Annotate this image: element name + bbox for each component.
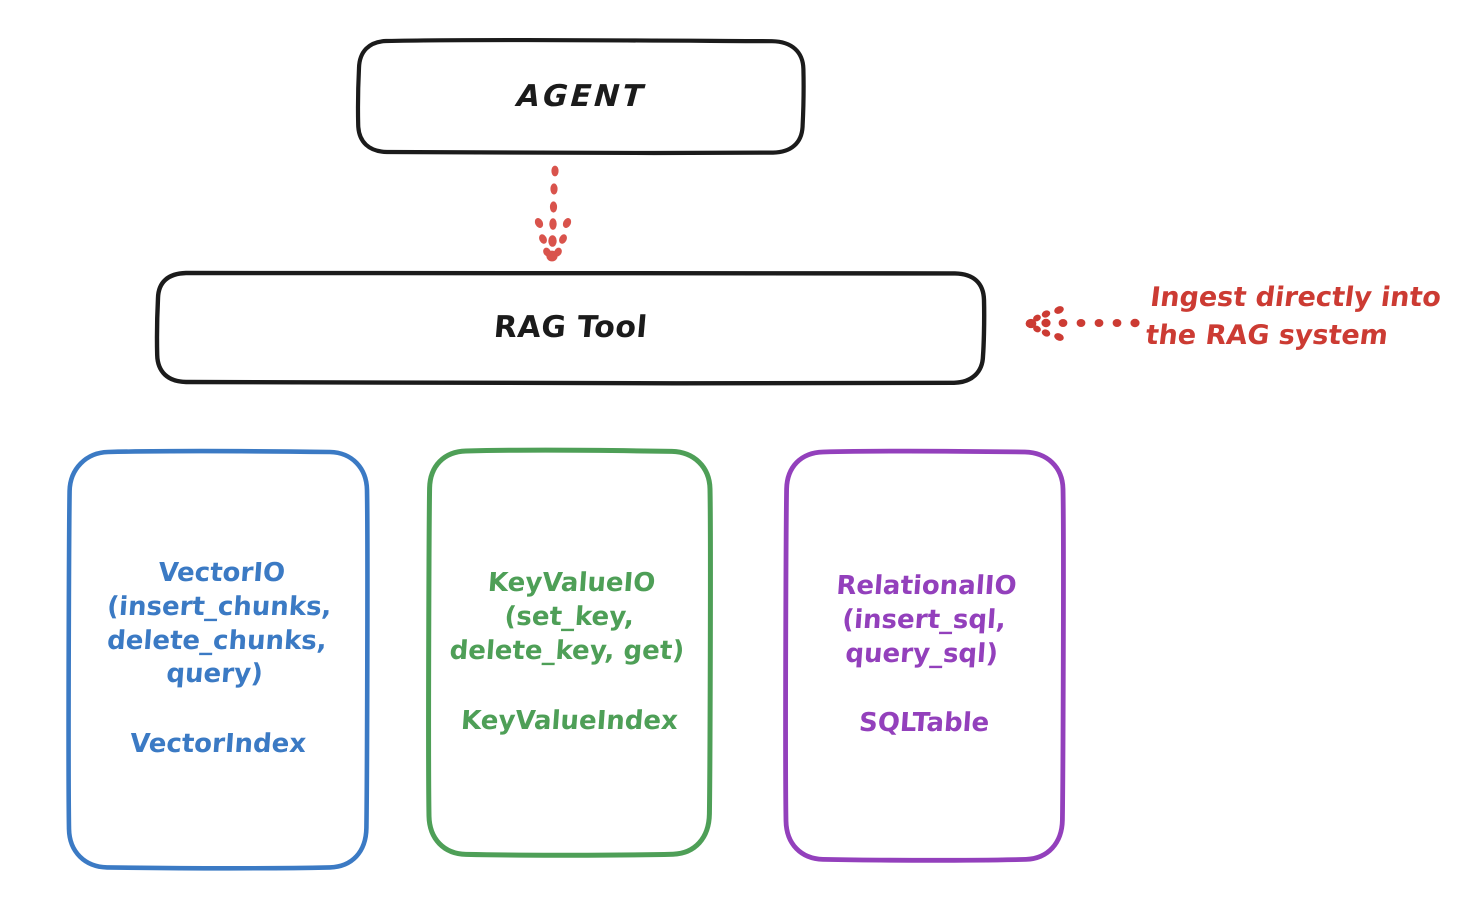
annotation-text: Ingest directly into the RAG system bbox=[1143, 282, 1443, 352]
relational-box-shape bbox=[783, 448, 1066, 863]
rag-tool-box-shape bbox=[154, 269, 987, 386]
agent-node[interactable]: AGENT bbox=[358, 40, 804, 153]
annotation-note: Ingest directly into the RAG system bbox=[1144, 279, 1478, 356]
relational-io-node[interactable]: RelationalIO (insert_sql, query_sql) SQL… bbox=[785, 450, 1064, 861]
dotted-arrow-note-to-rag bbox=[1025, 306, 1140, 341]
rag-tool-label: RAG Tool bbox=[492, 310, 649, 345]
key-value-index-label: KeyValueIndex bbox=[460, 705, 680, 736]
vector-box-shape bbox=[66, 448, 370, 871]
dotted-arrow-agent-to-rag bbox=[534, 165, 572, 262]
key-value-io-node[interactable]: KeyValueIO (set_key, delete_key, get) Ke… bbox=[428, 450, 711, 856]
agent-label: AGENT bbox=[515, 79, 647, 114]
keyvalue-box-shape bbox=[426, 447, 713, 858]
sql-table-label: SQLTable bbox=[858, 708, 991, 739]
agent-box-shape bbox=[355, 37, 806, 156]
key-value-io-label: KeyValueIO (set_key, delete_key, get) bbox=[448, 568, 686, 666]
vector-index-label: VectorIndex bbox=[128, 729, 308, 760]
rag-tool-node[interactable]: RAG Tool bbox=[157, 272, 984, 383]
relational-io-label: RelationalIO (insert_sql, query_sql) bbox=[835, 570, 1019, 669]
vector-io-label: VectorIO (insert_chunks, delete_chunks, … bbox=[106, 558, 333, 690]
vector-io-node[interactable]: VectorIO (insert_chunks, delete_chunks, … bbox=[68, 450, 368, 869]
